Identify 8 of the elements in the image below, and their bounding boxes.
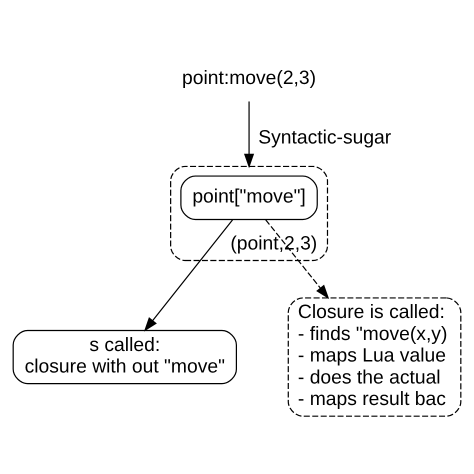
node-box: Closure is called: - finds "move(x,y) - maps Lua value - does the actual - maps result bac <box>288 297 462 417</box>
node-box: s called: closure with out "move" <box>12 330 237 384</box>
edge-label: Syntactic-sugar <box>258 127 392 148</box>
arrow <box>244 101 254 168</box>
node-text: point:move(2,3) <box>182 68 316 90</box>
arrow <box>144 219 234 332</box>
arrow <box>265 219 330 300</box>
node-box: point["move"] <box>180 175 318 220</box>
